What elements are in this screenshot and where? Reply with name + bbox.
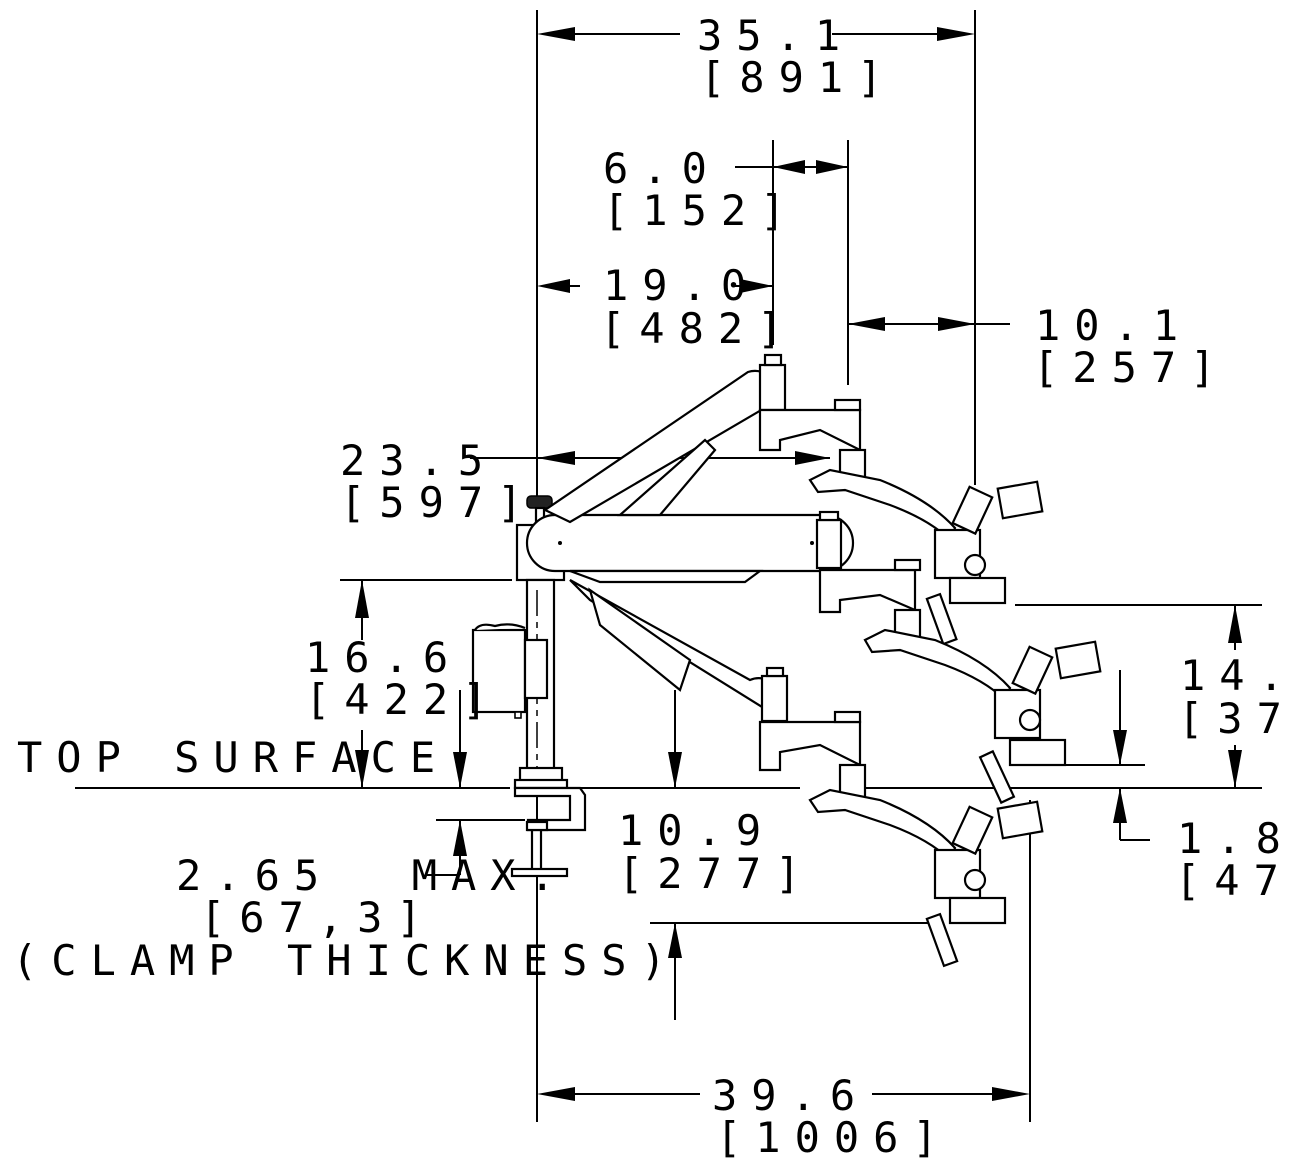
middle-head-yoke <box>863 628 1102 805</box>
min-height-mm: [47] <box>1175 856 1299 905</box>
pole-height-in: 16.6 <box>305 633 462 682</box>
upper-travel-mm: [371] <box>1178 694 1299 743</box>
clamp-in: 2.65 MAX. <box>176 851 569 900</box>
upper-head-yoke <box>808 468 1044 646</box>
floor-pole <box>513 523 569 1080</box>
head-reach-in: 10.1 <box>1035 301 1192 350</box>
pole-to-head-in: 23.5 <box>340 436 497 485</box>
lower-arm <box>569 579 867 807</box>
upper-arm <box>542 353 867 524</box>
lower-head-yoke <box>808 788 1044 968</box>
lower-travel-mm: [277] <box>618 849 814 898</box>
top-surface-label: TOP SURFACE <box>17 733 449 782</box>
overall-width-in: 35.1 <box>697 11 854 60</box>
upper-travel-in: 14.6 <box>1180 651 1299 700</box>
head-offset-mm: [152] <box>603 186 799 235</box>
clamp-note: (CLAMP THICKNESS) <box>12 936 680 985</box>
dimension-labels: 35.1 [891] 6.0 [152] 19.0 [482] 10.1 [25… <box>12 11 1299 1162</box>
max-width-mm: [1006] <box>716 1113 952 1162</box>
max-width-in: 39.6 <box>712 1071 869 1120</box>
table-clamp <box>510 786 587 878</box>
arm-reach-mm: [482] <box>600 304 796 353</box>
horizontal-arm <box>525 510 855 584</box>
pole-to-head-mm: [597] <box>340 478 536 527</box>
control-box <box>471 623 549 719</box>
middle-arm-bracket <box>818 558 922 652</box>
min-height-in: 1.8 <box>1177 814 1295 863</box>
arm-reach-in: 19.0 <box>603 261 760 310</box>
overall-width-mm: [891] <box>700 53 896 102</box>
clamp-mm: [67,3] <box>200 893 436 942</box>
head-offset-in: 6.0 <box>603 144 721 193</box>
pole-height-mm: [422] <box>305 675 501 724</box>
head-reach-mm: [257] <box>1033 343 1229 392</box>
lower-travel-in: 10.9 <box>618 806 775 855</box>
dimension-lines <box>75 10 1262 1122</box>
